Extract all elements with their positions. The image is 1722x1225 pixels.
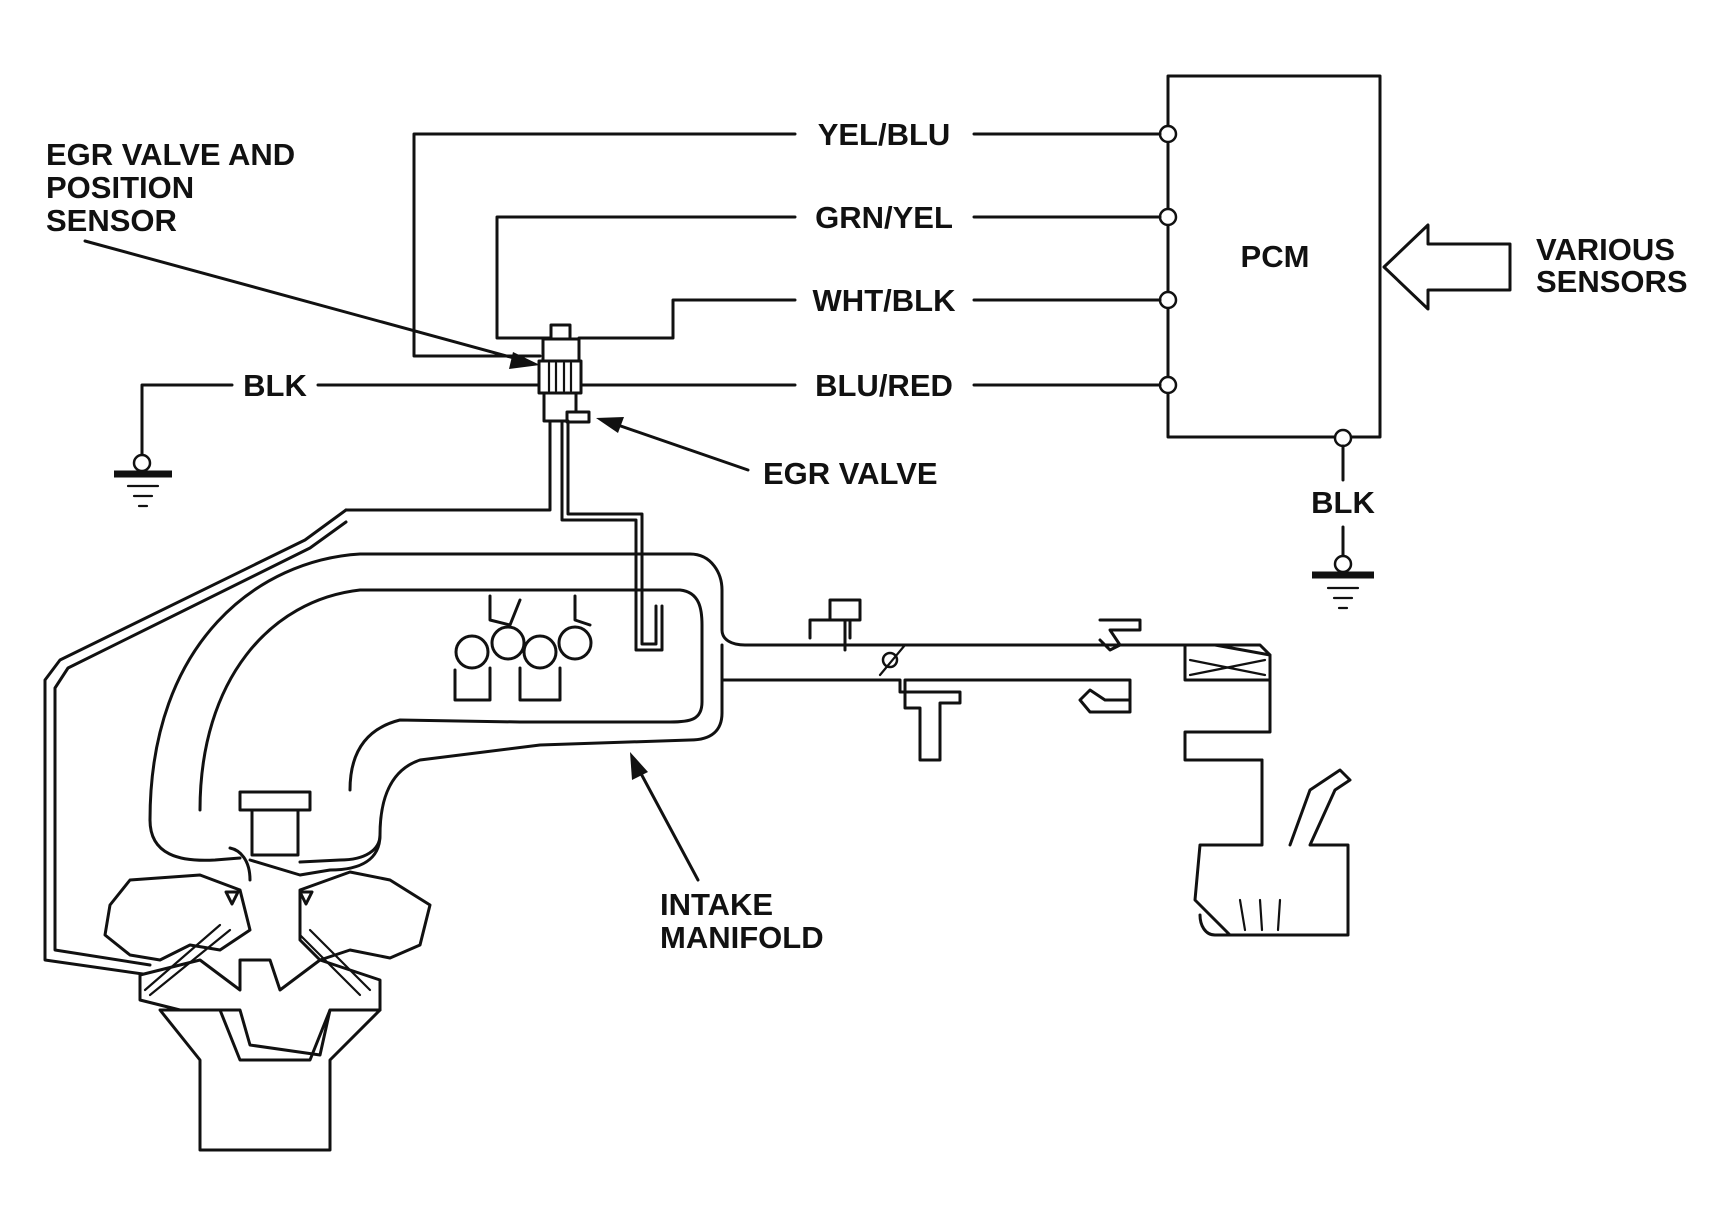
egr-valve-callout: EGR VALVE <box>596 417 938 491</box>
wire-blu-red: BLU/RED <box>578 368 1162 403</box>
wire-label-yel-blu: YEL/BLU <box>818 117 951 152</box>
wire-label-blk-left: BLK <box>243 368 307 403</box>
various-sensors-line2: SENSORS <box>1536 264 1688 299</box>
egr-valve-connector-icon <box>344 323 644 558</box>
pcm-terminal-1 <box>1158 124 1178 144</box>
pcm-terminal-2 <box>1158 207 1178 227</box>
egr-valve-label: EGR VALVE <box>763 456 938 491</box>
wire-label-wht-blk: WHT/BLK <box>813 283 957 318</box>
wire-blk-left: BLK <box>140 368 540 459</box>
wire-label-blu-red: BLU/RED <box>815 368 953 403</box>
egr-valve-sensor-callout: EGR VALVE AND POSITION SENSOR <box>46 137 540 369</box>
egr-sensor-label-line1: EGR VALVE AND <box>46 137 295 172</box>
various-sensors-line1: VARIOUS <box>1536 232 1675 267</box>
egr-sensor-label-line3: SENSOR <box>46 203 177 238</box>
pcm-ground-wire: BLK <box>1311 444 1375 559</box>
pcm-terminals <box>1158 124 1353 448</box>
wire-grn-yel: GRN/YEL <box>495 200 1162 340</box>
wire-label-grn-yel: GRN/YEL <box>815 200 953 235</box>
input-arrow-icon <box>1382 223 1512 311</box>
egr-sensor-label-line2: POSITION <box>46 170 194 205</box>
wire-label-blk-pcm: BLK <box>1311 485 1375 520</box>
intake-manifold-label-line1: INTAKE <box>660 887 773 922</box>
pcm-label: PCM <box>1241 239 1310 274</box>
ground-symbol-icon <box>114 453 172 508</box>
pcm-ground-terminal <box>1333 428 1353 448</box>
wire-yel-blu: YEL/BLU <box>412 117 1162 358</box>
pcm-terminal-4 <box>1158 375 1178 395</box>
pcm-terminal-3 <box>1158 290 1178 310</box>
wire-wht-blk: WHT/BLK <box>577 283 1162 340</box>
intake-manifold-callout: INTAKE MANIFOLD <box>630 752 824 955</box>
pcm-box: PCM <box>1166 74 1382 439</box>
ground-symbol-icon <box>1312 554 1374 610</box>
intake-manifold-label-line2: MANIFOLD <box>660 920 824 955</box>
engine-cutaway-icon <box>43 508 1352 1152</box>
